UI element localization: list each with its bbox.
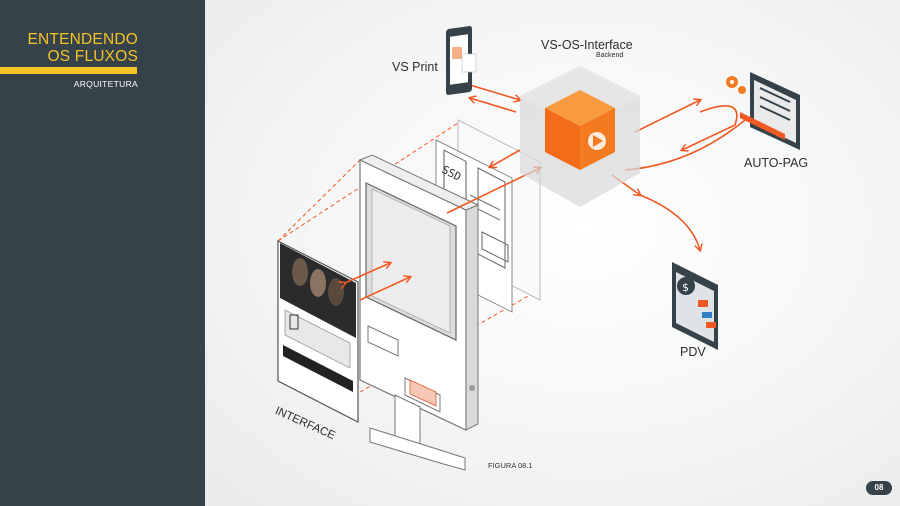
kiosk <box>358 154 480 471</box>
section-title-line1: ENTENDENDO <box>27 31 138 48</box>
auto-pag-label: AUTO-PAG <box>744 156 809 170</box>
accent-bar <box>0 67 137 74</box>
page-number-badge: 08 <box>866 481 892 495</box>
section-title: ENTENDENDO OS FLUXOS <box>27 31 138 65</box>
svg-text:$: $ <box>682 281 689 294</box>
backend-cube <box>520 66 640 207</box>
sidebar: ENTENDENDO OS FLUXOS ARQUITETURA <box>0 0 205 506</box>
vs-print-label: VS Print <box>392 60 438 74</box>
cube-logo-icon <box>588 132 606 150</box>
pdv-label: PDV <box>680 345 706 359</box>
backend-label: Backend <box>596 52 624 59</box>
barcode-icon <box>289 314 299 330</box>
section-subtitle: ARQUITETURA <box>73 79 138 89</box>
interface-panel <box>277 240 359 423</box>
phone-dollar-icon: $ <box>672 262 718 350</box>
section-title-line2: OS FLUXOS <box>47 48 138 65</box>
figure-caption: FIGURA 08.1 <box>488 461 533 470</box>
tablet-icon <box>446 26 477 95</box>
gear-window-icon <box>726 72 800 150</box>
vs-os-interface-label: VS-OS-Interface <box>541 38 633 52</box>
